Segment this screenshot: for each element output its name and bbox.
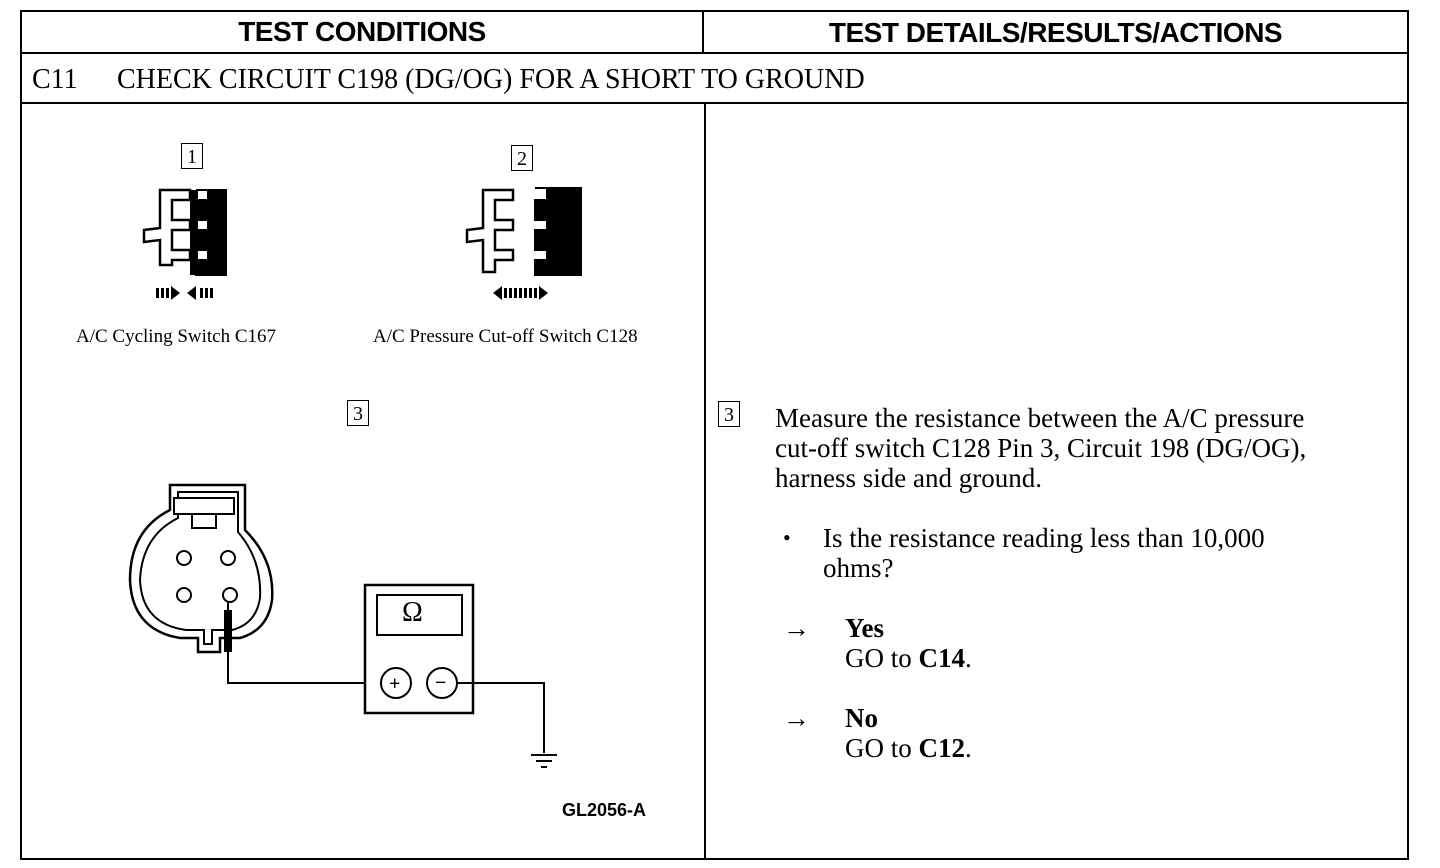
figure-2-number: 2 (511, 145, 533, 171)
step-id: C11 (32, 64, 78, 95)
question-bullet: • (783, 525, 791, 550)
step-title: CHECK CIRCUIT C198 (DG/OG) FOR A SHORT T… (117, 64, 865, 95)
positive-terminal-label: + (389, 673, 401, 695)
yes-action-prefix: GO to (845, 643, 919, 673)
yes-action-link[interactable]: C14 (918, 643, 966, 673)
column-divider (704, 104, 706, 858)
no-action-suffix: . (965, 733, 972, 763)
ohmmeter-test-diagram (128, 483, 557, 768)
detail-step-number: 3 (718, 401, 740, 427)
yes-arrow-icon: → (783, 613, 810, 643)
yes-action: GO to C14. (845, 643, 972, 673)
connector-disconnect-diagram-1 (142, 188, 227, 300)
instruction-line-3: harness side and ground. (775, 463, 1042, 493)
negative-terminal-label: − (435, 672, 447, 694)
connector-disconnect-diagram-2 (465, 187, 582, 300)
no-label: No (845, 703, 878, 733)
instruction-line-2: cut-off switch C128 Pin 3, Circuit 198 (… (775, 433, 1307, 463)
figure-1-number: 1 (181, 143, 203, 169)
no-action: GO to C12. (845, 733, 972, 763)
step-row: C11 CHECK CIRCUIT C198 (DG/OG) FOR A SHO… (22, 54, 1407, 104)
no-action-prefix: GO to (845, 733, 919, 763)
header-test-conditions: TEST CONDITIONS (22, 12, 704, 52)
table-header: TEST CONDITIONS TEST DETAILS/RESULTS/ACT… (22, 12, 1407, 54)
figure-2-caption: A/C Pressure Cut-off Switch C128 (373, 326, 638, 347)
yes-action-suffix: . (965, 643, 972, 673)
figure-1-caption: A/C Cycling Switch C167 (76, 326, 277, 347)
yes-label: Yes (845, 613, 884, 643)
ohm-symbol: Ω (402, 597, 423, 628)
question-line-1: Is the resistance reading less than 10,0… (823, 523, 1265, 553)
test-table: TEST CONDITIONS TEST DETAILS/RESULTS/ACT… (20, 10, 1409, 860)
figure-3-number: 3 (347, 400, 369, 426)
instruction-line-1: Measure the resistance between the A/C p… (775, 403, 1305, 433)
question-line-2: ohms? (823, 553, 894, 583)
figure-id: GL2056-A (562, 800, 647, 820)
header-test-details: TEST DETAILS/RESULTS/ACTIONS (828, 17, 1283, 48)
no-arrow-icon: → (783, 703, 810, 733)
no-action-link[interactable]: C12 (918, 733, 966, 763)
